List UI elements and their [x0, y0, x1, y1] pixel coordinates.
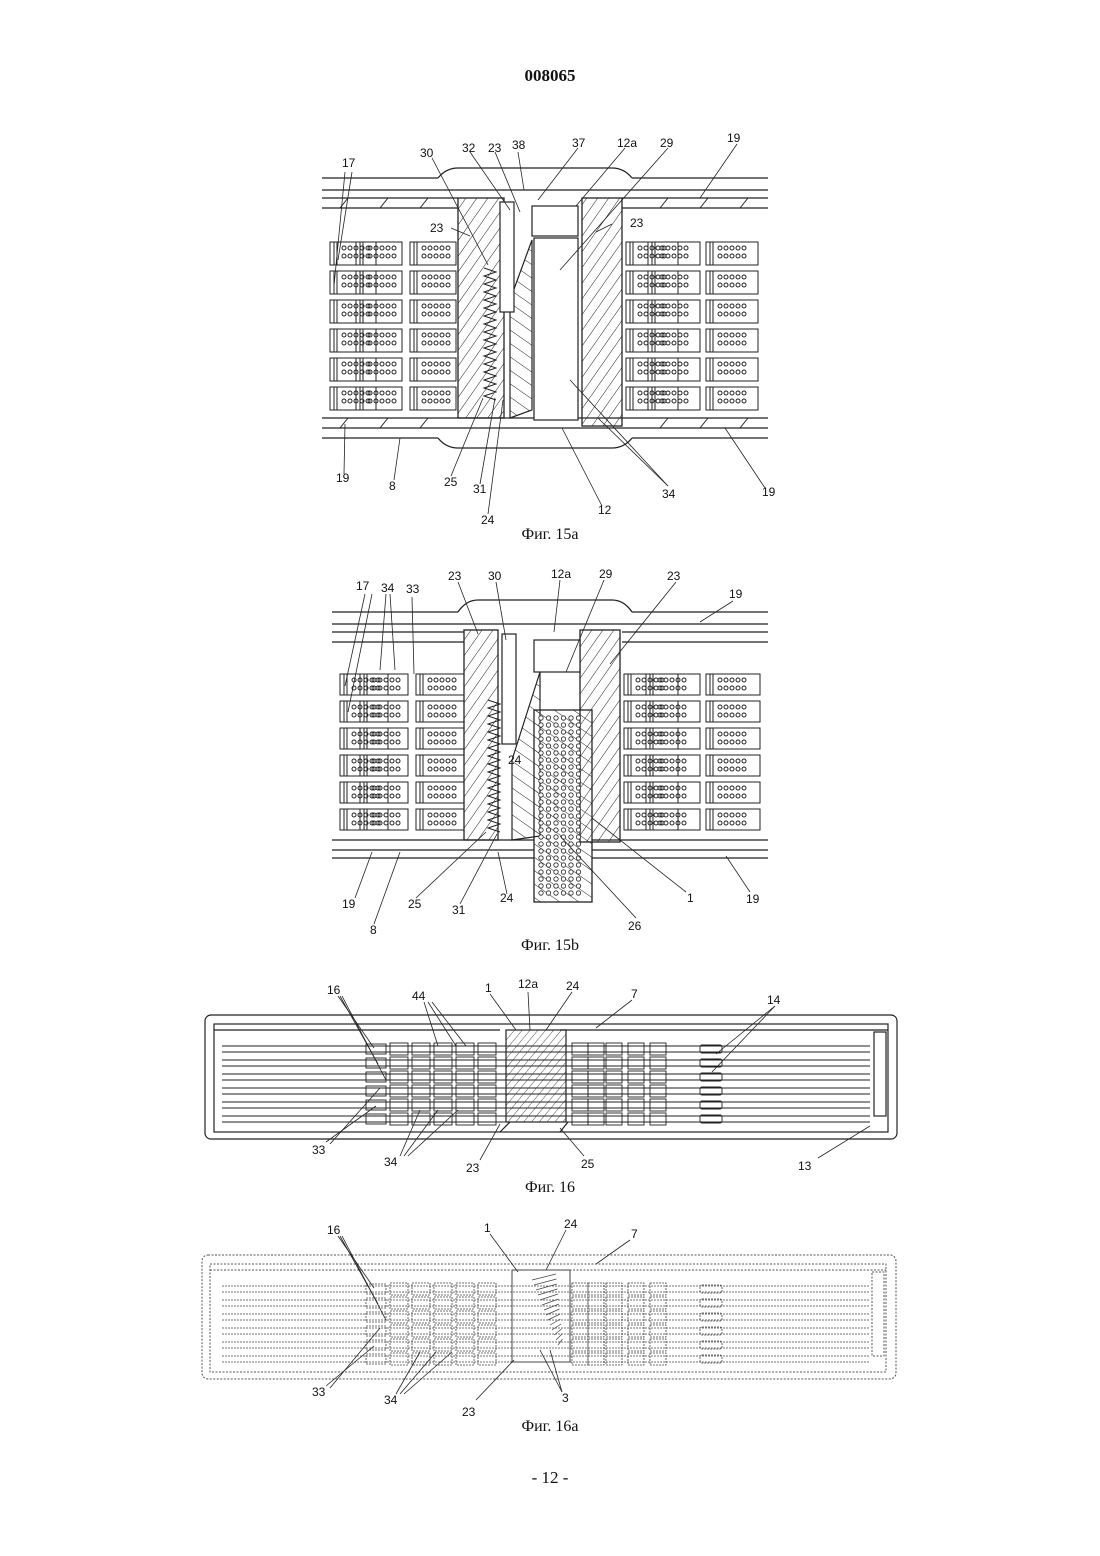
module — [456, 1339, 474, 1351]
module — [390, 1339, 408, 1351]
module — [390, 1311, 408, 1323]
label-3: 3 — [562, 1391, 569, 1405]
label-16: 16 — [327, 1223, 341, 1237]
module — [390, 1325, 408, 1337]
module — [588, 1311, 604, 1323]
module — [588, 1325, 604, 1337]
hatch-line — [554, 1329, 562, 1335]
module — [412, 1311, 430, 1323]
module — [434, 1283, 452, 1295]
hatch-line — [548, 1314, 560, 1320]
hatch-line — [534, 1279, 557, 1285]
module-end — [366, 1284, 386, 1294]
module — [606, 1325, 622, 1337]
label-24: 24 — [564, 1217, 578, 1231]
module — [478, 1325, 496, 1337]
module — [588, 1297, 604, 1309]
module — [628, 1353, 644, 1365]
module — [606, 1339, 622, 1351]
module — [390, 1353, 408, 1365]
module — [456, 1311, 474, 1323]
module — [572, 1339, 588, 1351]
hatch-line — [540, 1294, 558, 1300]
module — [572, 1297, 588, 1309]
module — [572, 1353, 588, 1365]
label-34: 34 — [384, 1393, 398, 1407]
module — [628, 1311, 644, 1323]
module — [434, 1339, 452, 1351]
page-footer: - 12 - — [0, 1468, 1100, 1488]
module — [412, 1339, 430, 1351]
hatch-line — [556, 1334, 562, 1340]
module — [650, 1353, 666, 1365]
module — [456, 1283, 474, 1295]
module — [434, 1325, 452, 1337]
module — [588, 1283, 604, 1295]
module-end — [366, 1298, 386, 1308]
module — [478, 1353, 496, 1365]
module — [606, 1297, 622, 1309]
module — [434, 1297, 452, 1309]
module — [588, 1353, 604, 1365]
module — [606, 1353, 622, 1365]
label-23: 23 — [462, 1405, 476, 1419]
module — [478, 1311, 496, 1323]
module — [434, 1311, 452, 1323]
module-end — [366, 1354, 386, 1364]
caption-fig-16a: Фиг. 16a — [0, 1418, 1100, 1436]
module — [412, 1297, 430, 1309]
module — [628, 1283, 644, 1295]
module-end — [366, 1326, 386, 1336]
module — [650, 1297, 666, 1309]
module — [456, 1325, 474, 1337]
module — [390, 1283, 408, 1295]
module — [588, 1339, 604, 1351]
module — [478, 1283, 496, 1295]
hatch-line — [552, 1324, 561, 1330]
module — [478, 1339, 496, 1351]
module — [650, 1311, 666, 1323]
module — [456, 1297, 474, 1309]
hatch-line — [532, 1274, 556, 1280]
label-7: 7 — [631, 1227, 638, 1241]
label-1: 1 — [484, 1221, 491, 1235]
module — [650, 1325, 666, 1337]
module — [606, 1311, 622, 1323]
module — [628, 1297, 644, 1309]
module — [412, 1325, 430, 1337]
module — [572, 1311, 588, 1323]
module — [390, 1297, 408, 1309]
module — [478, 1297, 496, 1309]
module — [412, 1283, 430, 1295]
module — [606, 1283, 622, 1295]
figure-16a: 16 1 24 7 33 34 23 3 — [0, 0, 1100, 1440]
module — [628, 1325, 644, 1337]
module — [650, 1339, 666, 1351]
label-33: 33 — [312, 1385, 326, 1399]
hatch-line — [536, 1284, 557, 1290]
module — [572, 1325, 588, 1337]
module — [572, 1283, 588, 1295]
module — [628, 1339, 644, 1351]
module — [412, 1353, 430, 1365]
module — [650, 1283, 666, 1295]
module — [456, 1353, 474, 1365]
hatch-line — [544, 1304, 559, 1310]
